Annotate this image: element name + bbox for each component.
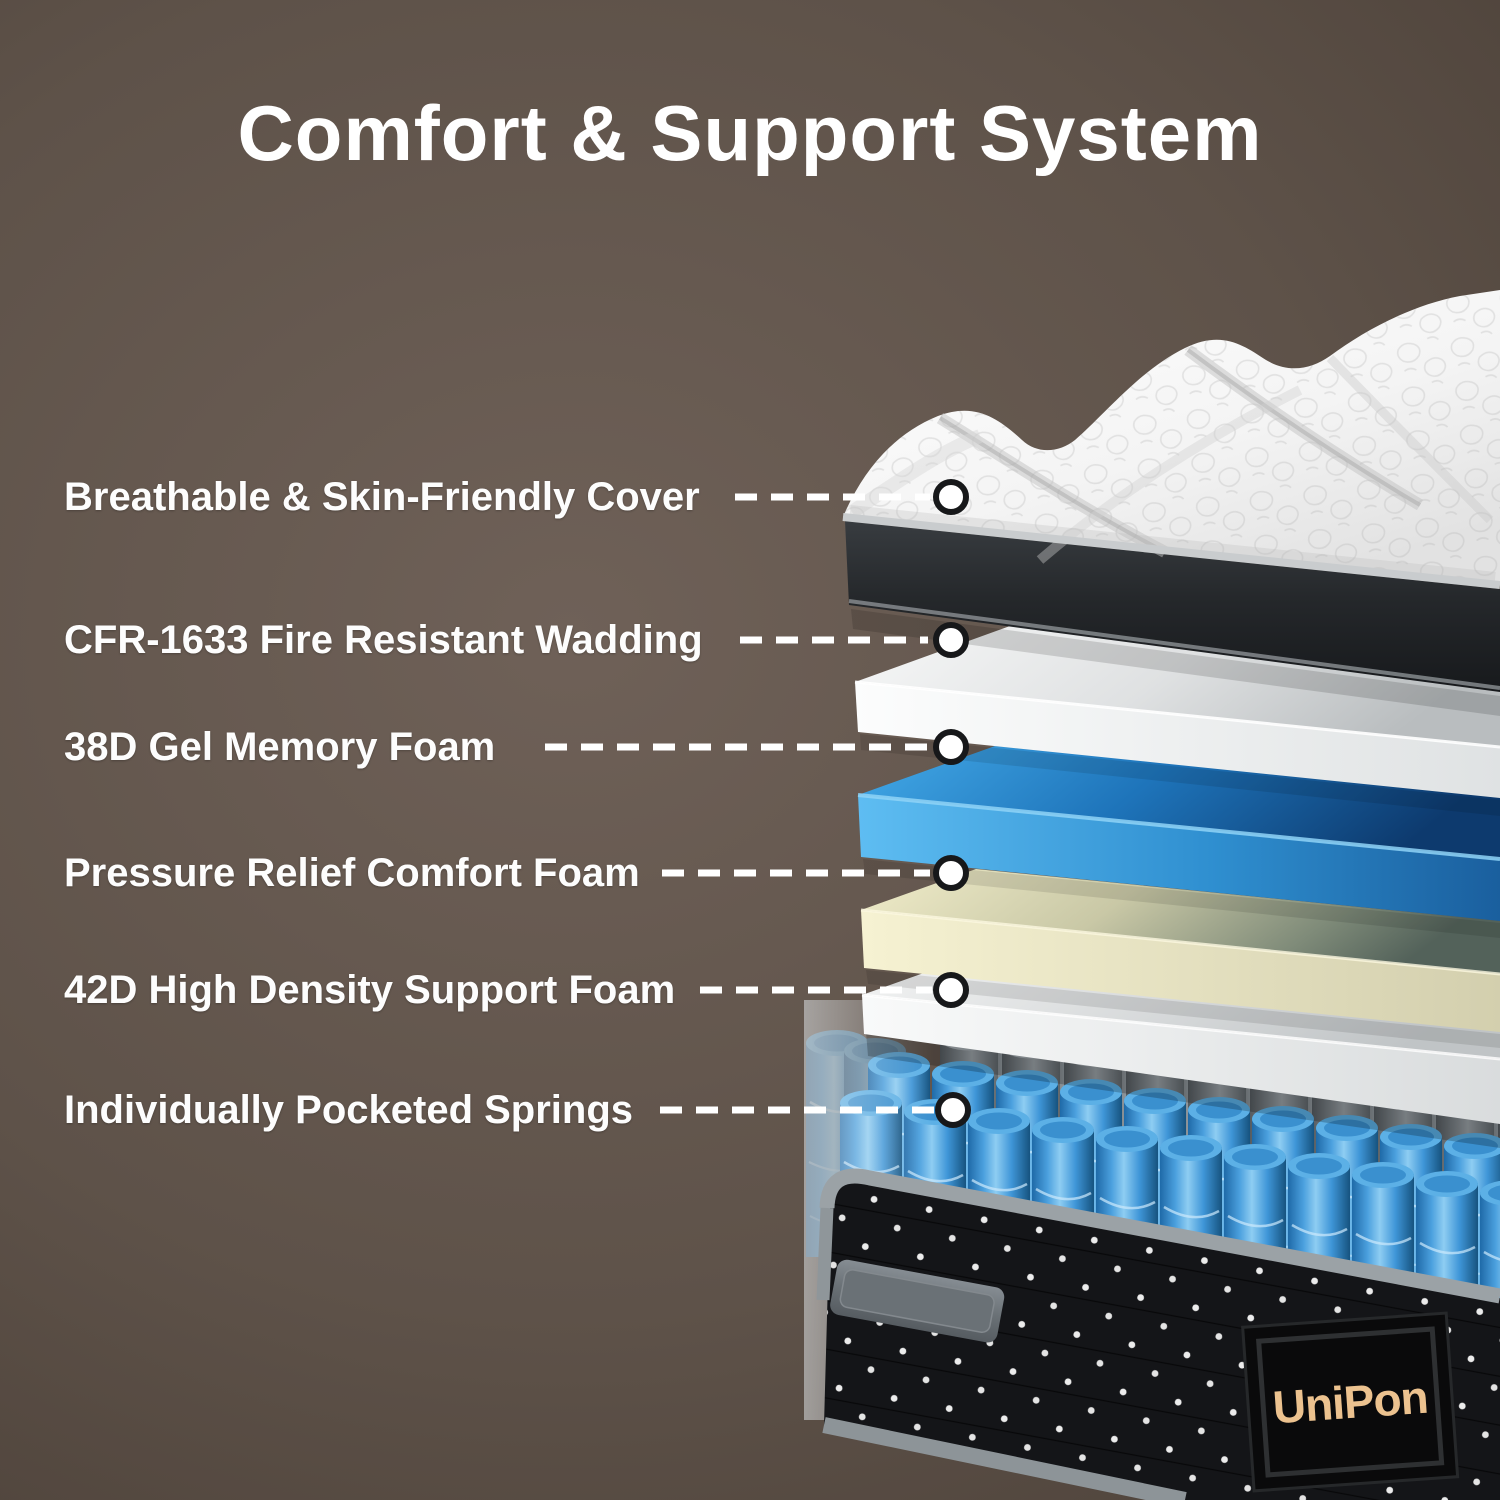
cover-tufting-seams [848,345,1496,586]
label-text: Individually Pocketed Springs [64,1088,634,1132]
label-text: 38D Gel Memory Foam [64,725,496,769]
label-fire-resistant-wadding: CFR-1633 Fire Resistant Wadding [64,619,703,661]
connector-dot-support-foam [933,972,969,1008]
shadow-under-cover [851,609,1500,716]
label-gel-memory-foam: 38D Gel Memory Foam [64,726,495,768]
brand-logo-patch: UniPon [1241,1311,1460,1493]
label-text: 42D High Density Support Foam [64,968,676,1012]
connector-dot-comfort-foam [933,855,969,891]
cover-piping [842,513,1500,589]
connector-dot-wadding [933,622,969,658]
fire-wadding-layer [854,626,1500,798]
shadow-under-wadding [860,734,1500,816]
cover-side-band [845,521,1500,692]
label-text: Pressure Relief Comfort Foam [64,851,640,895]
label-support-foam: 42D High Density Support Foam [64,969,675,1011]
base-handle [830,1259,1005,1343]
connector-dot-gel-foam [933,729,969,765]
label-text: CFR-1633 Fire Resistant Wadding [64,618,703,662]
base-top-piping [819,1168,1500,1304]
support-foam-layer [861,964,1500,1124]
brand-logo-text: UniPon [1271,1371,1429,1434]
label-pocketed-springs: Individually Pocketed Springs [64,1089,633,1131]
label-text: Breathable & Skin-Friendly Cover [64,475,700,519]
mattress-base: UniPon [816,1168,1500,1500]
base-bottom-piping [822,1417,1187,1500]
gel-memory-foam-layer [857,746,1500,921]
label-comfort-foam: Pressure Relief Comfort Foam [64,852,640,894]
label-breathable-cover: Breathable & Skin-Friendly Cover [64,476,700,518]
cover-texture [843,290,1500,585]
mattress-cover-layer [842,290,1500,692]
connector-dots [933,479,971,1128]
page-title: Comfort & Support System [237,89,1263,177]
comfort-foam-layer [860,869,1500,1032]
connector-lines [545,493,934,1114]
shadow-under-comfort-foam [866,970,1500,1048]
shadow-under-support-foam [866,1032,1500,1148]
base-corner-piping [816,1207,834,1301]
connector-dot-cover [933,479,969,515]
shadow-under-gel-foam [863,859,1500,938]
connector-dot-springs [935,1092,971,1128]
